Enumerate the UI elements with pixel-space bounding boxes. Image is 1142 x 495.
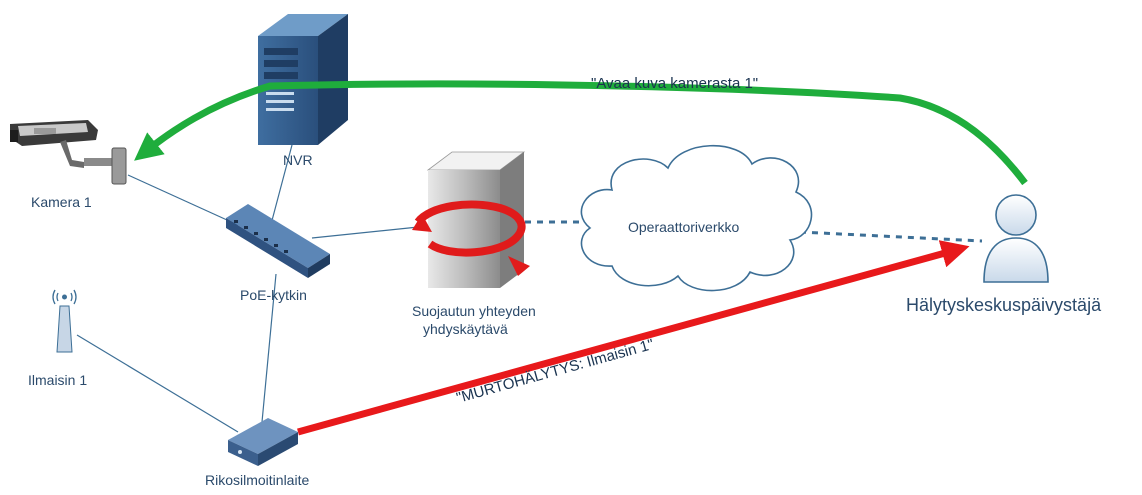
operator-label: Hälytyskeskuspäivystäjä <box>906 295 1102 315</box>
gateway-label-line1: Suojautun yhteyden <box>412 303 536 319</box>
link-detector-alarm <box>76 334 239 433</box>
cloud-icon <box>580 144 813 292</box>
alarm-device-led <box>238 450 242 454</box>
link-switch-alarm <box>261 273 277 423</box>
green-arrow <box>134 80 1028 186</box>
link-lines <box>76 144 429 433</box>
switch-ports <box>234 220 288 253</box>
red-arrow <box>297 240 970 436</box>
link-camera-switch <box>127 174 239 226</box>
gateway-label-line2: yhdyskäytävä <box>423 321 508 337</box>
poe-switch-icon <box>226 204 330 278</box>
alarm-device-icon <box>228 418 298 466</box>
gateway-icon <box>412 151 530 288</box>
link-nvr-switch <box>269 144 293 229</box>
nvr-server-icon <box>258 14 348 145</box>
red-message: "MURTOHÄLYTYS: Ilmaisin 1" <box>455 336 656 407</box>
nvr-label: NVR <box>283 152 313 168</box>
camera-label: Kamera 1 <box>31 194 92 210</box>
detector-dot <box>62 294 67 300</box>
link-switch-gateway <box>311 225 429 239</box>
operator-icon <box>983 194 1049 283</box>
detector-label: Ilmaisin 1 <box>28 372 87 388</box>
dashed-links <box>525 220 983 243</box>
link-cloud-operator <box>799 230 983 243</box>
cloud-label: Operaattoriverkko <box>628 219 739 235</box>
detector-icon <box>52 289 77 353</box>
camera-icon <box>10 120 127 185</box>
alarm-device-label: Rikosilmoitinlaite <box>205 472 309 488</box>
switch-label: PoE-kytkin <box>240 287 307 303</box>
green-message: "Avaa kuva kamerasta 1" <box>591 75 758 92</box>
